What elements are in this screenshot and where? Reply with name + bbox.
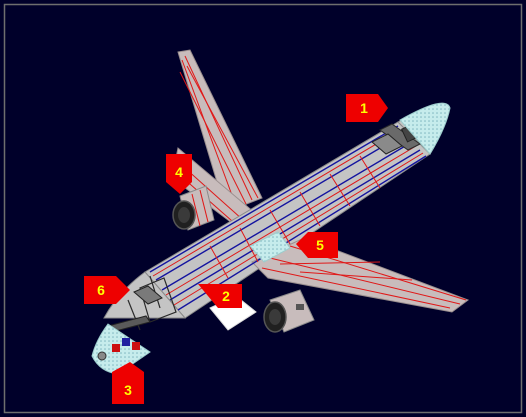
callout-2-label: 2 xyxy=(222,288,230,304)
callout-5-label: 5 xyxy=(316,237,324,253)
callout-3-label: 3 xyxy=(124,382,132,398)
callout-1-label: 1 xyxy=(360,100,368,116)
callout-6-label: 6 xyxy=(97,282,105,298)
callout-4-label: 4 xyxy=(175,164,183,180)
